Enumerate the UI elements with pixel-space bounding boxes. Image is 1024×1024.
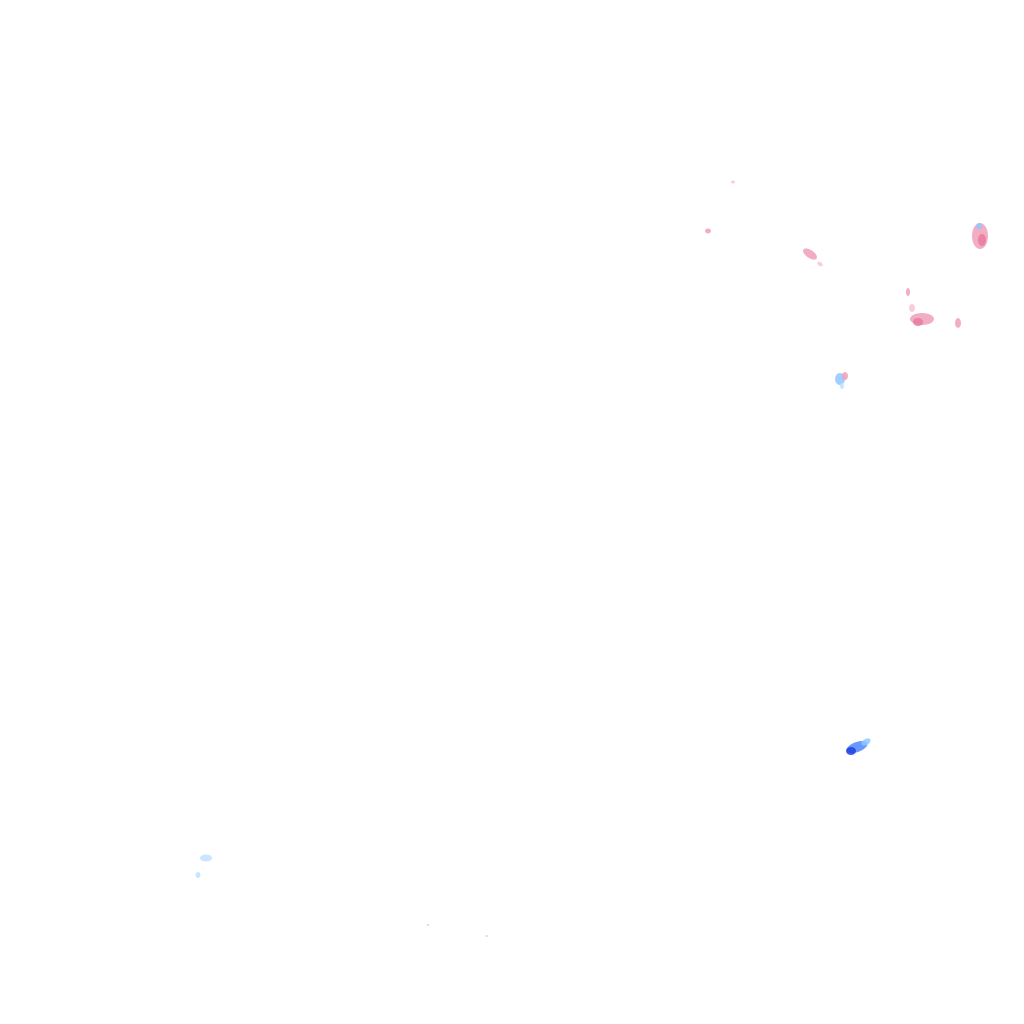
blue-echo	[846, 747, 856, 755]
pink-echo	[731, 180, 735, 184]
pink-echo	[817, 261, 823, 267]
blue-echo	[840, 383, 844, 389]
pink-echo	[803, 248, 817, 260]
neutral-echo	[426, 924, 430, 926]
blue-echo	[195, 872, 201, 878]
pink-echo	[978, 234, 986, 246]
pink-echo	[955, 318, 961, 328]
radar-echo-group	[195, 180, 988, 937]
blue-echo	[200, 854, 212, 862]
pink-echo	[906, 288, 910, 296]
pink-echo	[913, 318, 923, 326]
pink-echo	[842, 372, 848, 380]
blue-echo	[861, 738, 871, 746]
pink-echo	[909, 304, 915, 312]
blue-echo	[976, 223, 982, 229]
neutral-echo	[485, 935, 489, 937]
pink-echo	[705, 228, 711, 234]
